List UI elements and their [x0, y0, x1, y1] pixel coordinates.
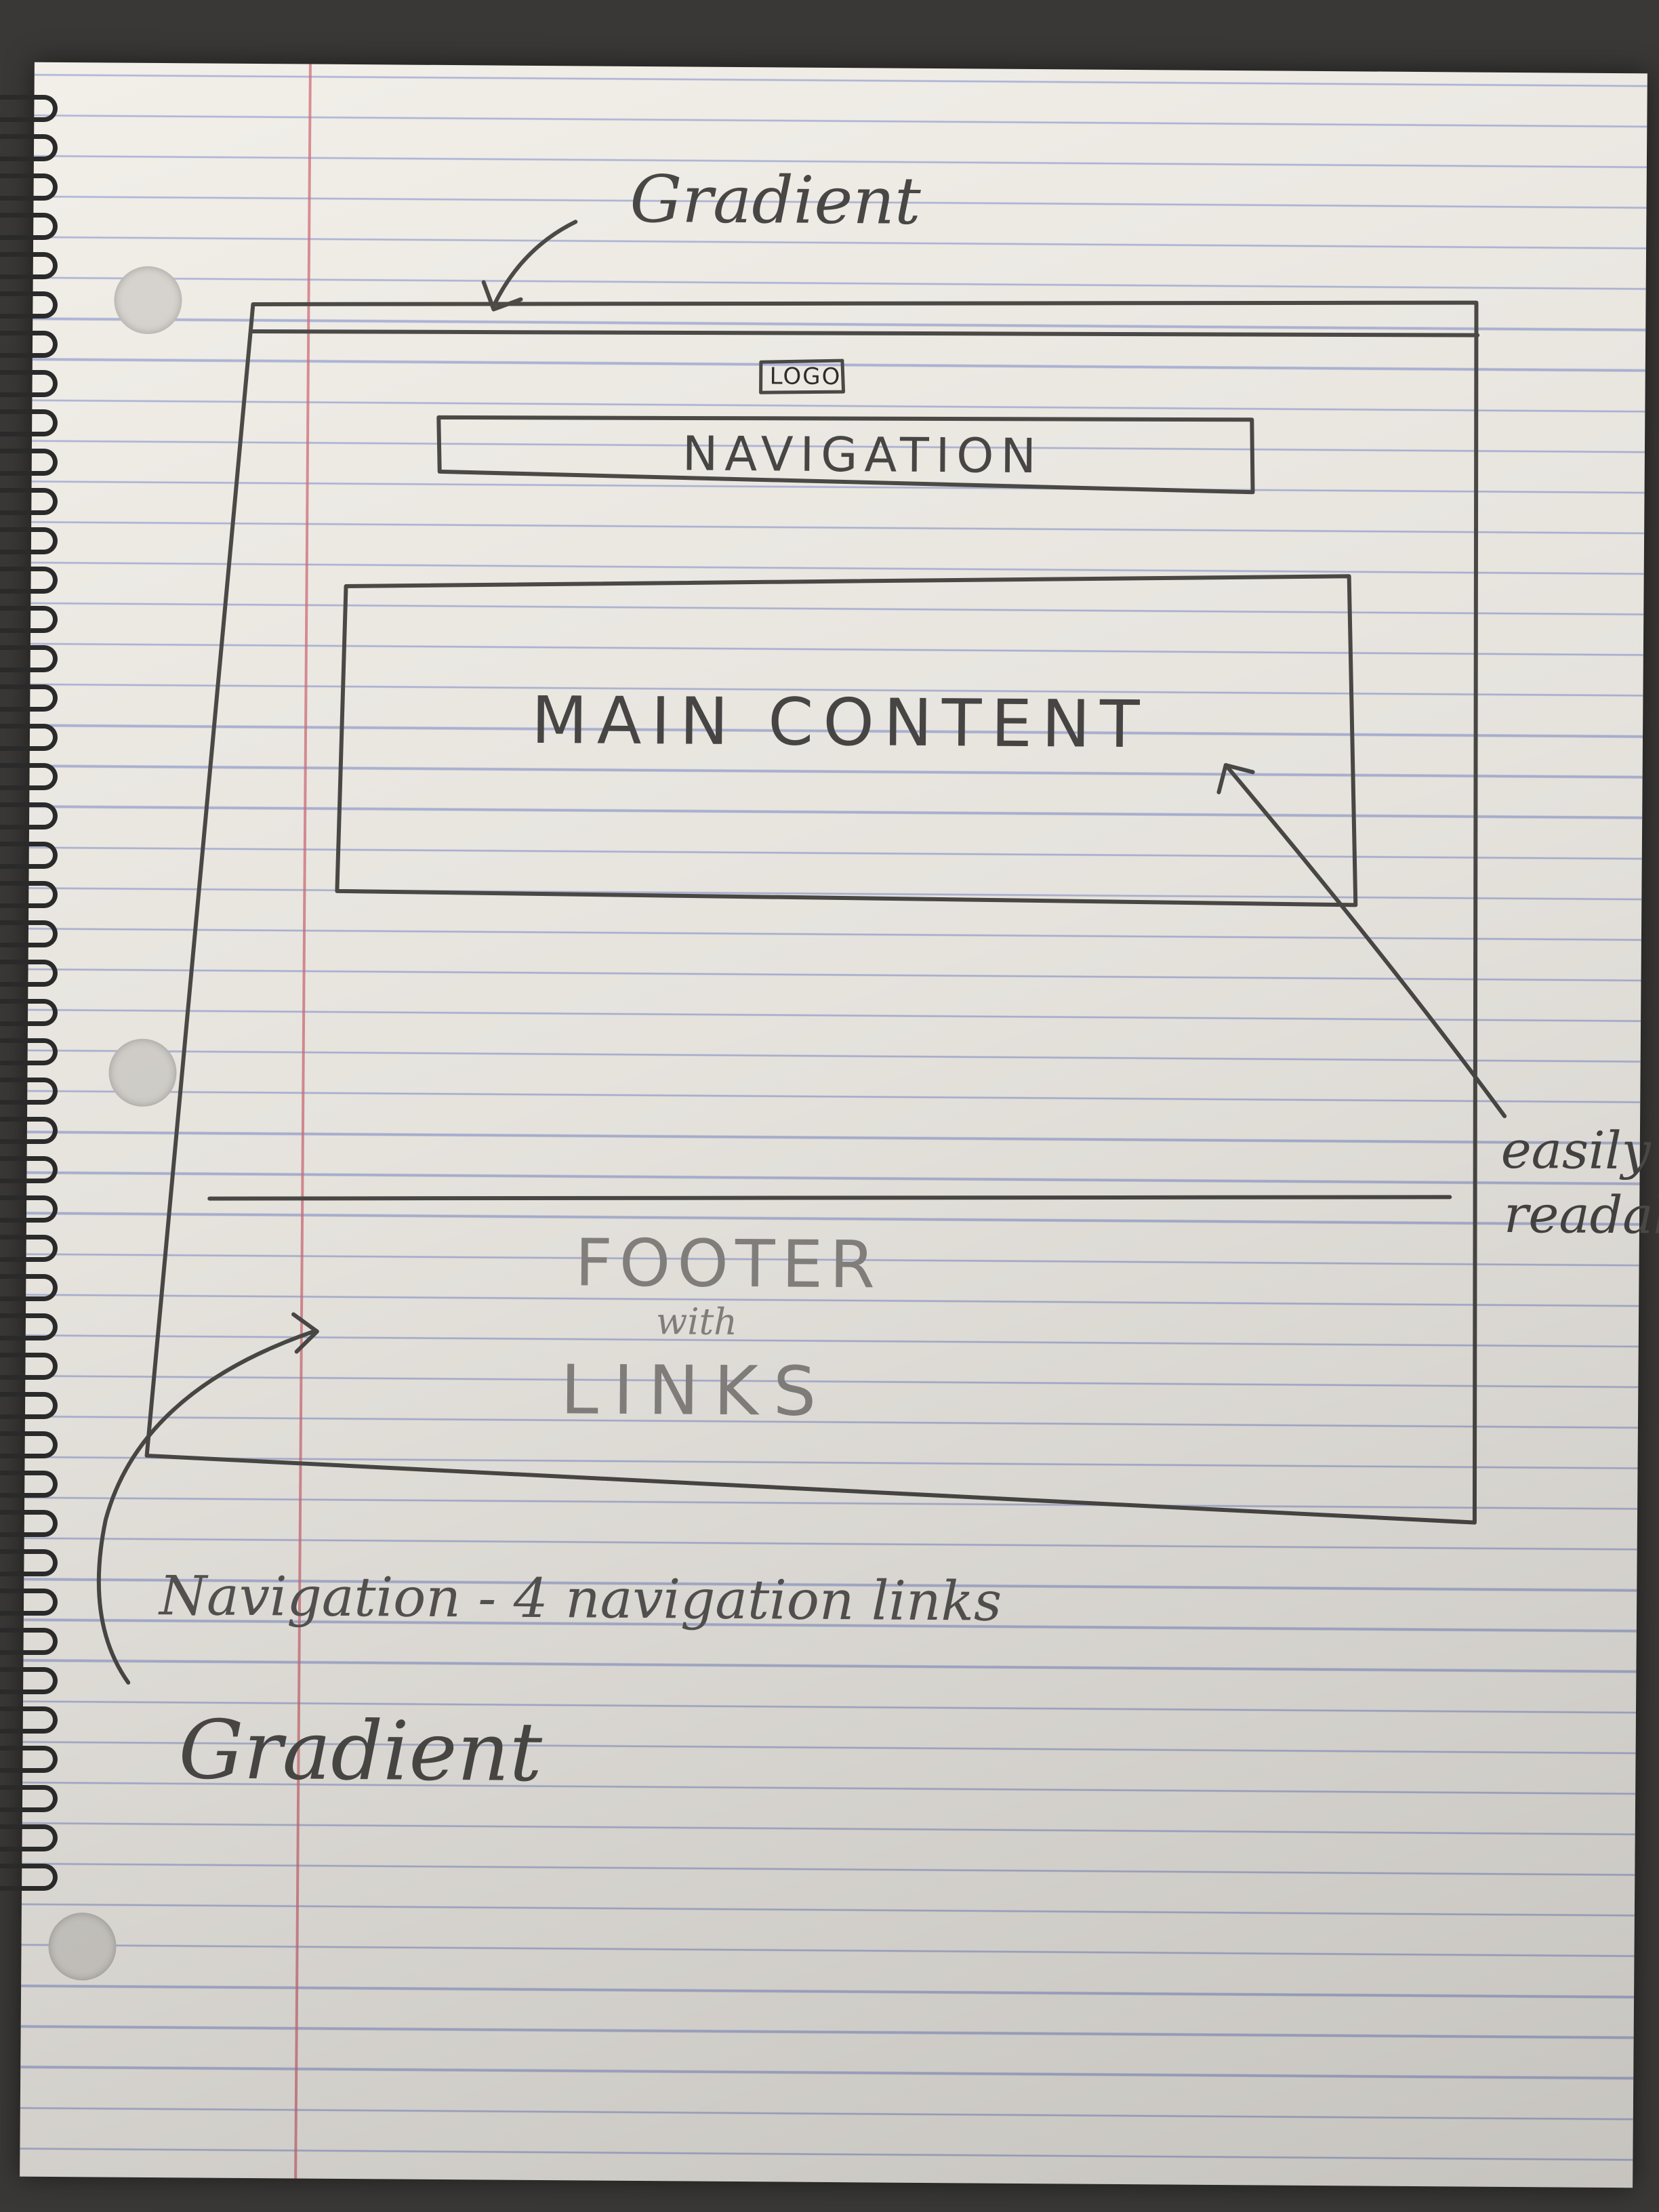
spiral-coil	[0, 1628, 58, 1655]
footer-divider	[207, 1195, 1452, 1201]
navigation-label: NAVIGATION	[682, 426, 1044, 485]
spiral-coil	[0, 1235, 58, 1262]
spiral-coil	[0, 684, 58, 712]
footer-arrow	[96, 1329, 316, 1685]
spiral-coil	[0, 802, 58, 830]
footer-gradient-note: Gradient	[178, 1703, 543, 1801]
spiral-coil	[0, 1392, 58, 1419]
spiral-coil	[0, 1864, 58, 1891]
spiral-coil	[0, 1078, 58, 1105]
footer-label-line3: LINKS	[560, 1350, 832, 1431]
spiral-coil	[0, 567, 58, 594]
spiral-coil	[0, 960, 58, 987]
spiral-coil	[0, 95, 58, 122]
header-arrowhead	[481, 280, 523, 312]
side-note-line1: easily	[1500, 1119, 1651, 1181]
spiral-coil	[0, 1824, 58, 1851]
spiral-binding	[0, 95, 58, 1925]
header-band-line	[251, 329, 1480, 337]
spiral-coil	[0, 173, 58, 201]
spiral-coil	[0, 763, 58, 790]
spiral-coil	[0, 1117, 58, 1144]
header-gradient-note: Gradient	[630, 161, 922, 239]
spiral-coil	[0, 606, 58, 633]
spiral-coil	[0, 1156, 58, 1183]
main-content-arrowhead	[1216, 763, 1255, 794]
main-content-label: MAIN CONTENT	[531, 682, 1149, 763]
spiral-coil	[0, 881, 58, 908]
spiral-coil	[0, 1510, 58, 1537]
spiral-coil	[0, 449, 58, 476]
spiral-coil	[0, 1274, 58, 1301]
header-arrow	[491, 220, 578, 308]
notebook-page: Gradient LOGO NAVIGATION MAIN CONTENT ea…	[20, 62, 1659, 2188]
main-content-box	[335, 574, 1358, 907]
footer-arrowhead	[291, 1312, 319, 1354]
spiral-coil	[0, 1706, 58, 1734]
spiral-coil	[0, 1746, 58, 1773]
spiral-coil	[0, 527, 58, 554]
spiral-coil	[0, 645, 58, 672]
logo-box	[759, 359, 846, 394]
spiral-coil	[0, 1549, 58, 1576]
page-frame	[144, 300, 1479, 1525]
spiral-coil	[0, 1589, 58, 1616]
spiral-coil	[0, 1471, 58, 1498]
spiral-coil	[0, 1353, 58, 1380]
spiral-coil	[0, 1667, 58, 1694]
spiral-coil	[0, 488, 58, 515]
spiral-coil	[0, 252, 58, 279]
spiral-coil	[0, 213, 58, 240]
footer-label-line2: with	[655, 1300, 738, 1344]
footer-label-line1: FOOTER	[575, 1225, 882, 1303]
spiral-coil	[0, 724, 58, 751]
spiral-coil	[0, 331, 58, 358]
spiral-coil	[0, 920, 58, 947]
spiral-coil	[0, 1195, 58, 1223]
spiral-coil	[0, 1038, 58, 1065]
wireframe-sketch	[96, 220, 1507, 1685]
navigation-note: Navigation - 4 navigation links	[159, 1564, 1002, 1633]
spiral-coil	[0, 842, 58, 869]
spiral-coil	[0, 1313, 58, 1340]
side-note-line2: readab	[1503, 1183, 1659, 1246]
spiral-coil	[0, 1785, 58, 1812]
spiral-coil	[0, 370, 58, 397]
spiral-coil	[0, 291, 58, 319]
logo-label: LOGO	[769, 363, 842, 391]
spiral-coil	[0, 134, 58, 161]
spiral-coil	[0, 1431, 58, 1458]
spiral-coil	[0, 409, 58, 436]
navigation-bar	[436, 415, 1255, 495]
main-content-arrow	[1223, 763, 1507, 1118]
spiral-coil	[0, 999, 58, 1026]
